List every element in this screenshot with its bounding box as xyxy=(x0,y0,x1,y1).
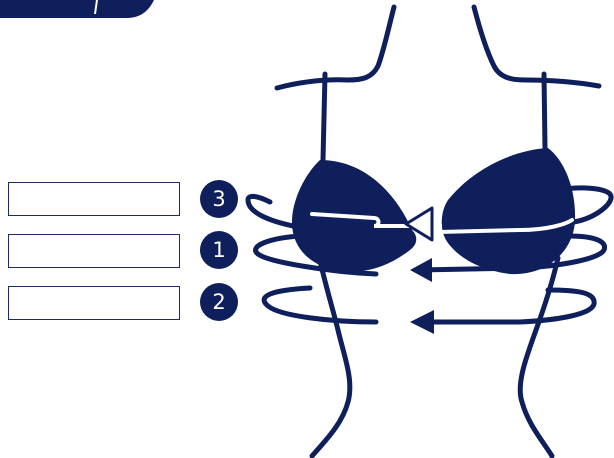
step-badge-2: 2 xyxy=(200,283,238,321)
step-badge-3: 3 xyxy=(200,180,238,218)
measurement-field-3[interactable] xyxy=(8,182,180,216)
loop-2-left xyxy=(264,288,376,322)
strap-left xyxy=(323,74,325,160)
loop-2-right xyxy=(418,290,594,322)
loop-1-arrowhead xyxy=(410,258,432,282)
shoulder-left-line xyxy=(277,80,348,88)
body-left-contour xyxy=(312,252,350,456)
strap-right xyxy=(544,74,545,148)
neck-left-line xyxy=(348,7,394,80)
neck-right-line xyxy=(474,7,526,80)
step-badge-1: 1 xyxy=(200,231,238,269)
measurement-field-2[interactable] xyxy=(8,286,180,320)
bra-cup-right xyxy=(442,148,575,274)
shoulder-right-line xyxy=(526,80,599,86)
measurement-field-1[interactable] xyxy=(8,234,180,268)
loop-2-arrowhead xyxy=(410,310,434,334)
